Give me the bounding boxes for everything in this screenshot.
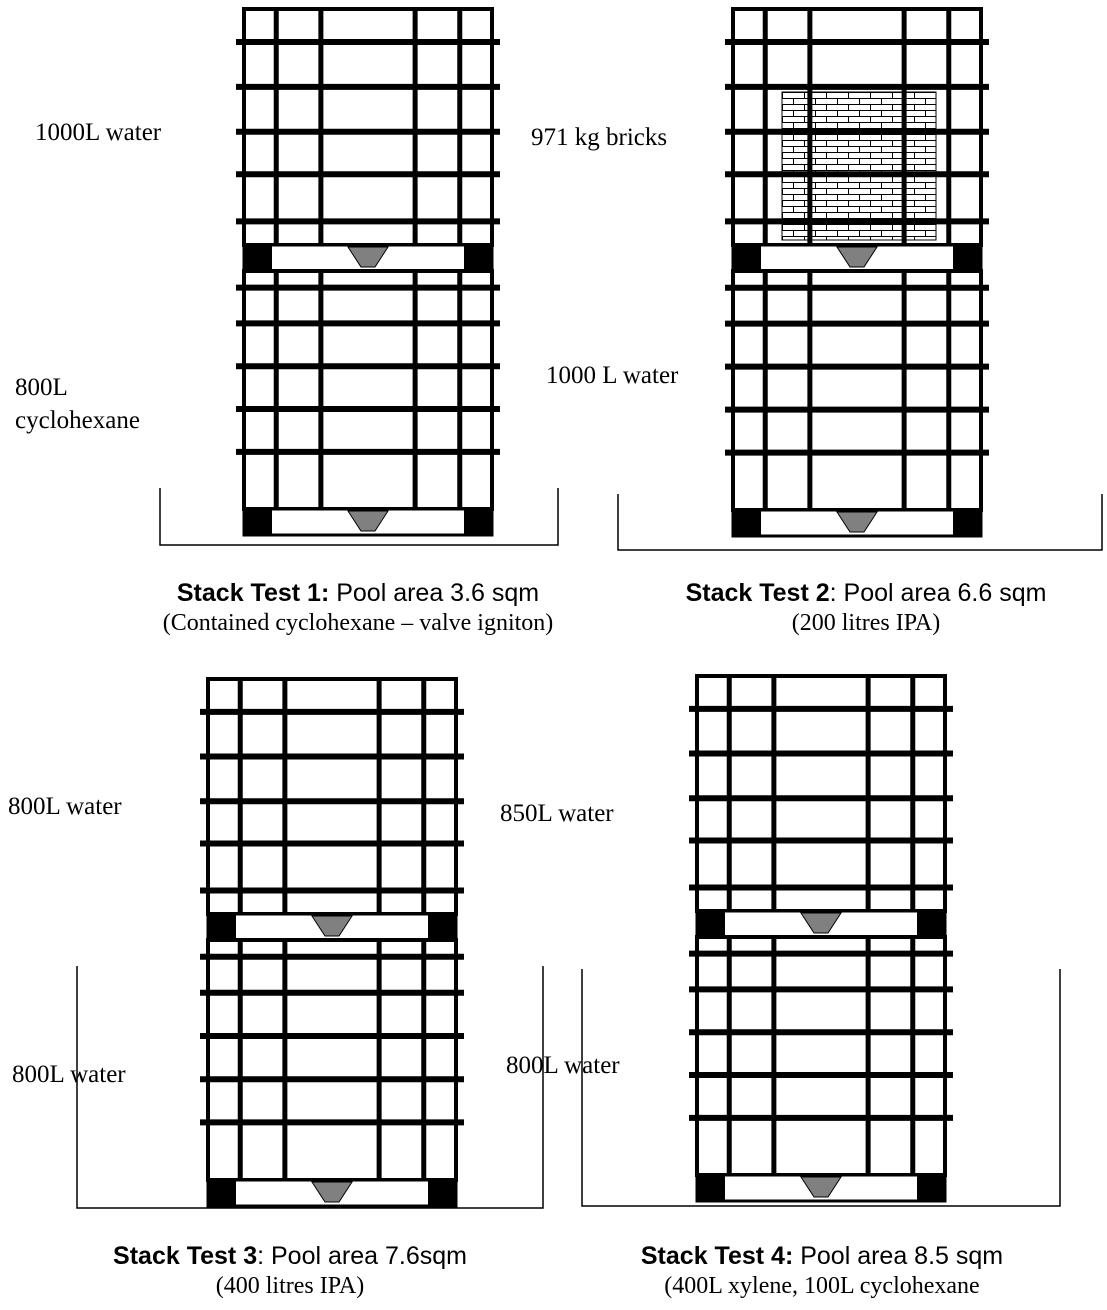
- test1-caption-sub: (Contained cyclohexane – valve igniton): [162, 610, 554, 636]
- test4-caption: Stack Test 4: Pool area 8.5 sqm (400L xy…: [641, 1241, 1003, 1301]
- test1-upper-label: 1000L water: [35, 119, 162, 146]
- test3-upper-cage-outline: [206, 677, 458, 916]
- test3-caption-sub: (400 litres IPA): [215, 1273, 365, 1299]
- test3-upper-label: 800L water: [8, 793, 122, 820]
- test3-stack-illustration: [76, 677, 544, 1209]
- test3-caption: Stack Test 3: Pool area 7.6sqm (400 litr…: [113, 1241, 467, 1301]
- test4-lower-cage-outline: [695, 935, 947, 1177]
- test3-upper-pallet-foot-right: [428, 914, 456, 940]
- test2-lower-drain-valve: [836, 511, 878, 533]
- test1-upper-drain-valve: [347, 246, 389, 268]
- test3-bund-tray: [76, 966, 544, 1209]
- test2-caption-bold: Stack Test 2: [685, 579, 830, 607]
- test2-stack-illustration: [617, 7, 1103, 551]
- test3-lower-pallet-foot-left: [208, 1180, 236, 1206]
- test1-lower-cage-outline: [242, 269, 494, 511]
- test2-upper-label: 971 kg bricks: [531, 124, 668, 151]
- test4-upper-label: 850L water: [500, 800, 614, 827]
- test4-upper-pallet-foot-left: [697, 911, 725, 937]
- test4-caption-sub: (400L xylene, 100L cyclohexane: [664, 1273, 980, 1299]
- test4-lower-drain-valve: [800, 1176, 842, 1198]
- test2-bund-tray: [617, 494, 1103, 551]
- test2-brick-load: [781, 91, 937, 241]
- test1-upper-pallet-foot-right: [464, 245, 492, 271]
- test1-upper-cage-outline: [242, 7, 494, 247]
- test1-caption: Stack Test 1: Pool area 3.6 sqm (Contain…: [163, 578, 554, 638]
- test3-caption-rest: : Pool area 7.6sqm: [257, 1242, 467, 1270]
- test1-caption-bold: Stack Test 1:: [176, 579, 330, 607]
- test2-lower-cage-outline: [731, 269, 983, 512]
- test2-caption-sub: (200 litres IPA): [791, 610, 941, 636]
- test3-upper-pallet-foot-left: [208, 914, 236, 940]
- test4-bund-tray: [581, 969, 1061, 1207]
- test4-upper-drain-valve: [800, 912, 842, 934]
- test2-lower-pallet-foot-right: [953, 510, 981, 536]
- test4-lower-label: 800L water: [506, 1052, 620, 1079]
- test4-upper-cage-outline: [695, 674, 947, 913]
- test1-upper-pallet-foot-left: [244, 245, 272, 271]
- test3-lower-label: 800L water: [12, 1061, 126, 1088]
- test1-lower-label-line2: cyclohexane: [15, 407, 140, 434]
- test1-stack-illustration: [159, 7, 559, 546]
- test4-caption-rest: Pool area 8.5 sqm: [793, 1242, 1004, 1270]
- test1-lower-drain-valve: [347, 510, 389, 532]
- test2-lower-label: 1000 L water: [546, 362, 679, 389]
- test4-caption-bold: Stack Test 4:: [640, 1242, 794, 1270]
- test1-lower-pallet-foot-left: [244, 509, 272, 535]
- test3-lower-drain-valve: [311, 1181, 353, 1203]
- test1-caption-rest: Pool area 3.6 sqm: [329, 579, 540, 607]
- test2-upper-pallet-foot-right: [953, 245, 981, 271]
- test3-lower-pallet-foot-right: [428, 1180, 456, 1206]
- test2-lower-pallet-foot-left: [733, 510, 761, 536]
- test4-lower-pallet-foot-left: [697, 1175, 725, 1201]
- test3-caption-bold: Stack Test 3: [113, 1242, 258, 1270]
- test4-upper-pallet-foot-right: [917, 911, 945, 937]
- test4-lower-pallet-foot-right: [917, 1175, 945, 1201]
- test2-upper-drain-valve: [836, 246, 878, 268]
- test2-upper-pallet-foot-left: [733, 245, 761, 271]
- test4-stack-illustration: [581, 674, 1061, 1207]
- test3-lower-cage-outline: [206, 938, 458, 1182]
- test2-caption: Stack Test 2: Pool area 6.6 sqm (200 lit…: [686, 578, 1047, 638]
- test1-lower-pallet-foot-right: [464, 509, 492, 535]
- test1-bund-tray: [159, 488, 559, 546]
- test1-lower-label-line1: 800L: [15, 374, 68, 401]
- test3-upper-drain-valve: [311, 915, 353, 937]
- test2-caption-rest: : Pool area 6.6 sqm: [829, 579, 1047, 607]
